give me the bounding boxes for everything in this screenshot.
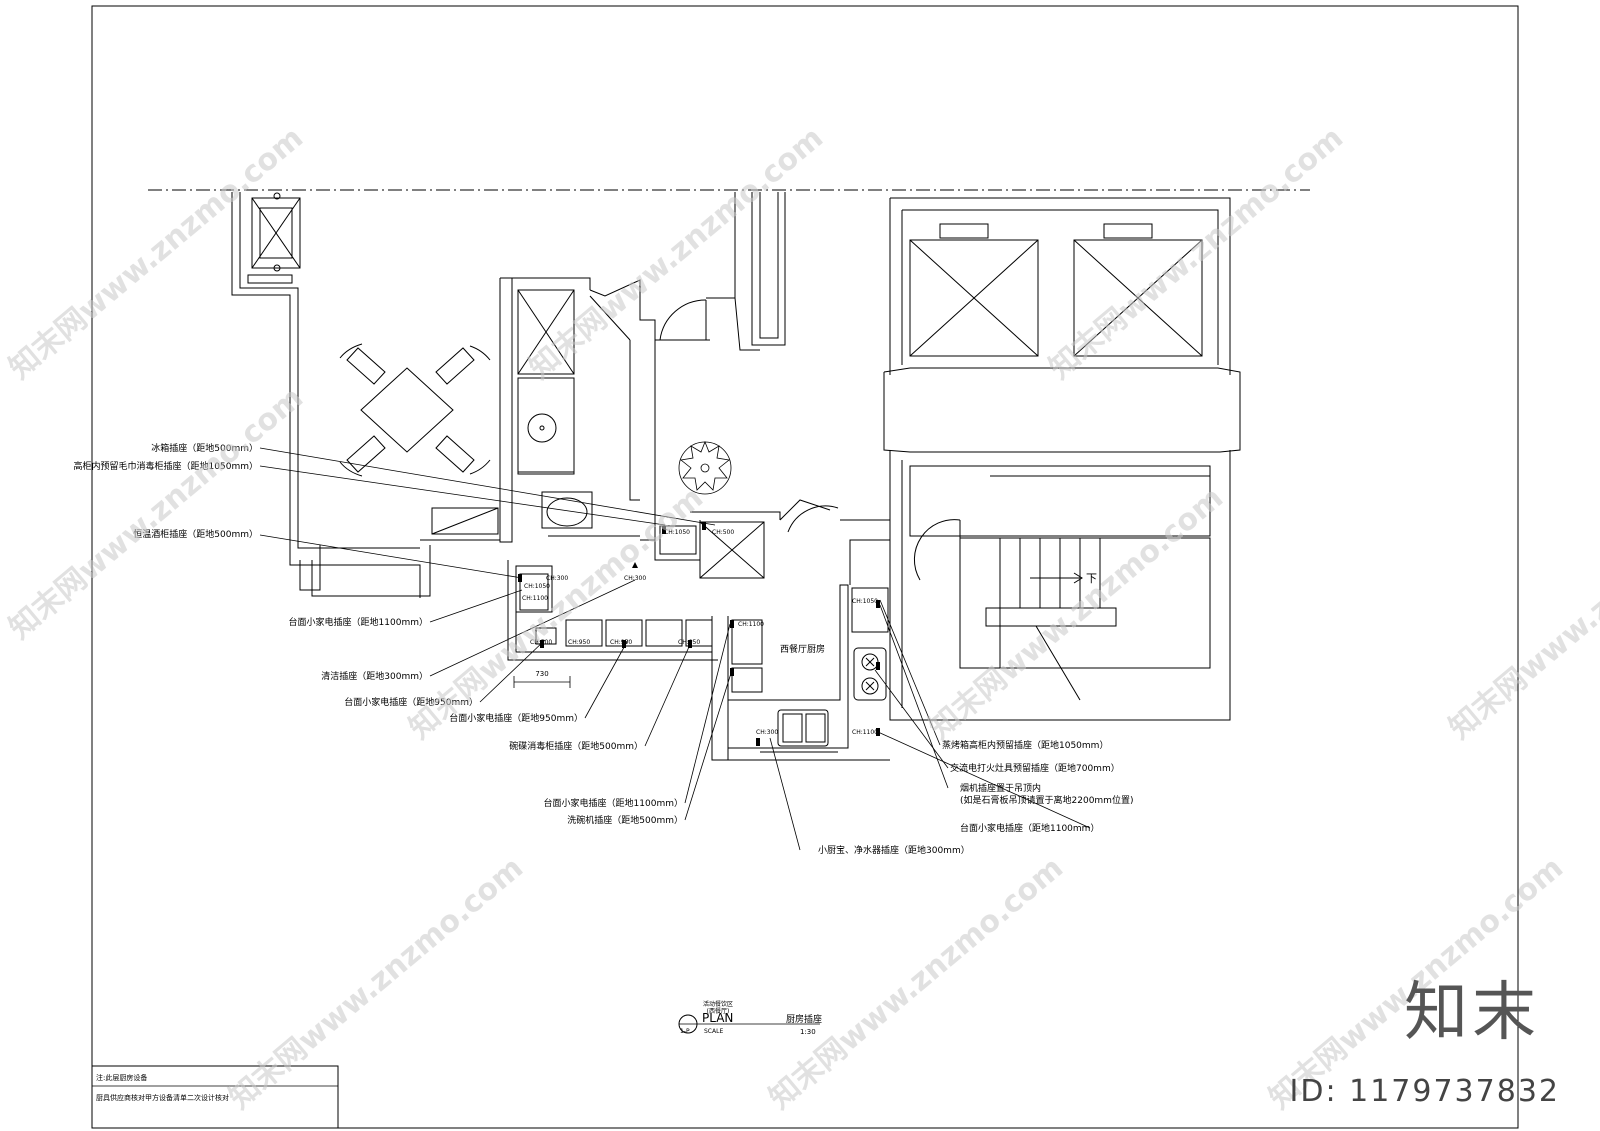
ch-tag: CH:1050 <box>664 529 690 536</box>
ch-tag: CH:1100 <box>852 729 878 736</box>
elevator-core <box>883 197 1241 721</box>
ch-tag: CH:950 <box>678 639 700 646</box>
watermark: 知末网www.znzmo.com <box>1443 480 1600 746</box>
ch-tag: CH:500 <box>530 639 552 646</box>
plant-icon <box>678 440 732 495</box>
watermark: 知末网www.znzmo.com <box>223 850 530 1116</box>
callout-cleaning: 清洁插座（距地300mm） <box>321 670 428 682</box>
ch-tag: CH:300 <box>546 575 568 582</box>
kitchen-walls <box>507 511 891 761</box>
callout-water-heater: 小厨宝、净水器插座（距地300mm） <box>818 844 970 856</box>
bathroom-walls <box>499 277 656 543</box>
notes-box: 注:此层厨房设备 厨具供应商核对甲方设备清单二次设计核对 <box>91 1065 339 1129</box>
callout-counter-950-a: 台面小家电插座（距地950mm） <box>344 696 478 708</box>
brand-logo: 知末 <box>1404 976 1540 1050</box>
dimension-value: 730 <box>535 670 548 678</box>
ch-tag: CH:1100 <box>738 621 764 628</box>
watermark: 知末网www.znzmo.com <box>523 120 830 386</box>
ch-tag: CH:950 <box>610 639 632 646</box>
callout-counter-1100-b: 台面小家电插座（距地1100mm） <box>544 797 683 809</box>
leader-lines <box>259 447 1091 851</box>
title-sub-label-2: (西餐厅) <box>707 1007 730 1015</box>
callout-range-hood-note: (如是石膏板吊顶请置于离地2200mm位置) <box>960 794 1133 806</box>
callout-towel-sterilizer: 高柜内预留毛巾消毒柜插座（距地1050mm） <box>74 460 258 472</box>
callout-counter-950-b: 台面小家电插座（距地950mm） <box>449 712 583 724</box>
ch-tag: CH:950 <box>568 639 590 646</box>
watermark: 知末网www.znzmo.com <box>763 850 1070 1116</box>
ch-tag: CH:300 <box>624 575 646 582</box>
stair-direction: 下 <box>1086 572 1097 585</box>
notes-line-2: 厨具供应商核对甲方设备清单二次设计核对 <box>96 1093 229 1102</box>
callout-wine-cabinet: 恒温酒柜插座（距地500mm） <box>133 528 258 540</box>
dining-table-set <box>339 343 491 477</box>
callout-steam-oven: 蒸烤箱高柜内预留插座（距地1050mm） <box>942 739 1108 751</box>
callout-counter-1100-c: 台面小家电插座（距地1100mm） <box>960 822 1099 834</box>
dimension-line <box>513 676 571 688</box>
callout-dishwasher: 洗碗机插座（距地500mm） <box>567 814 683 826</box>
image-id: ID: 1179737832 <box>1289 1074 1560 1109</box>
room-label-kitchen: 西餐厅厨房 <box>780 643 825 655</box>
watermark: 知末网www.znzmo.com <box>403 480 710 746</box>
socket-symbols <box>518 522 880 746</box>
callout-range-hood: 烟机插座置于吊顶内 <box>960 782 1041 794</box>
callout-dish-sterilizer: 碗碟消毒柜插座（距地500mm） <box>509 740 643 752</box>
ch-tag: CH:1100 <box>522 595 548 602</box>
ch-tag: CH:1050 <box>524 583 550 590</box>
drawing-frame <box>91 5 1519 1129</box>
title-plan: PLAN <box>702 1011 733 1025</box>
ch-tag: CH:300 <box>756 729 778 736</box>
drawing-scale: 1:30 <box>800 1028 816 1036</box>
title-block: 活动餐饮区 (西餐厅) PLAN 1-P SCALE 厨房插座 1:30 <box>678 1000 822 1036</box>
callout-labels: 冰箱插座（距地500mm） 高柜内预留毛巾消毒柜插座（距地1050mm） 恒温酒… <box>74 442 1134 856</box>
callout-fridge: 冰箱插座（距地500mm） <box>151 442 258 454</box>
watermark: 知末网www.znzmo.com <box>3 380 310 646</box>
notes-line-1: 注:此层厨房设备 <box>96 1073 147 1082</box>
ch-tags: CH:1050 CH:500 CH:300 CH:300 CH:1050 CH:… <box>522 529 878 736</box>
watermark: 知末网www.znzmo.com <box>3 120 310 386</box>
title-number: 1-P <box>680 1028 690 1035</box>
callout-counter-1100-a: 台面小家电插座（距地1100mm） <box>289 616 428 628</box>
watermark: 知末网www.znzmo.com <box>923 480 1230 746</box>
watermarks: 知末网www.znzmo.com 知末网www.znzmo.com 知末网www… <box>3 120 1600 1116</box>
title-scale-label: SCALE <box>704 1028 723 1035</box>
ch-tag: CH:1050 <box>852 598 878 605</box>
drawing-title: 厨房插座 <box>786 1013 822 1025</box>
callout-cooktop: 交流电打火灶具预留插座（距地700mm） <box>950 762 1120 774</box>
title-sub-label-1: 活动餐饮区 <box>703 1000 733 1008</box>
doors <box>655 192 839 533</box>
ch-tag: CH:500 <box>712 529 734 536</box>
